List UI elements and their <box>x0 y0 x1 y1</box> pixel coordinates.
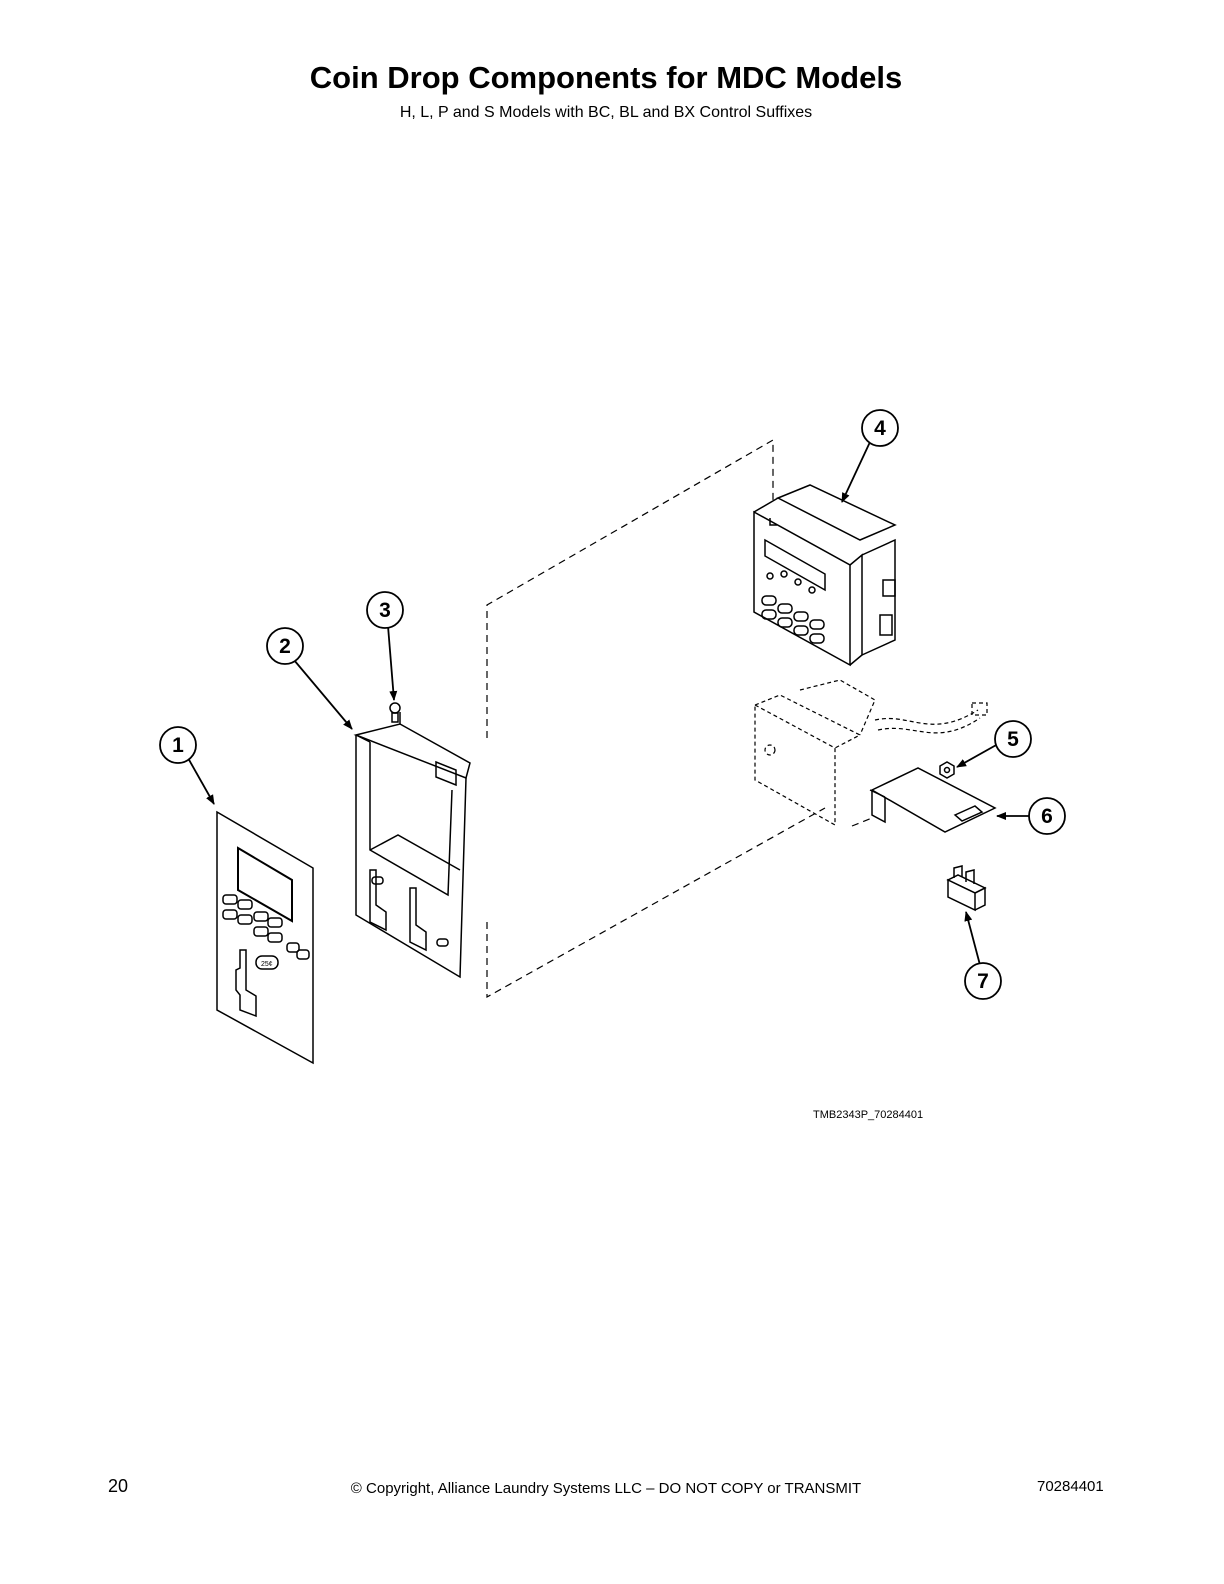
control-module-part <box>753 484 897 667</box>
drawing-id: TMB2343P_70284401 <box>813 1109 924 1121</box>
callout-3-label: 3 <box>379 599 391 622</box>
switch-bracket-part <box>869 767 997 833</box>
copyright-notice: © Copyright, Alliance Laundry Systems LL… <box>350 1480 862 1497</box>
callout-2-label: 2 <box>279 635 291 658</box>
mounting-bracket-part <box>353 712 471 979</box>
callout-5: 5 <box>994 720 1032 758</box>
callout-5-label: 5 <box>1007 728 1019 751</box>
document-number: 70284401 <box>1037 1478 1104 1495</box>
screw-part <box>389 702 401 723</box>
callout-7: 7 <box>964 962 1002 1000</box>
callout-3: 3 <box>366 591 404 629</box>
page-title: Coin Drop Components for MDC Models <box>309 60 903 95</box>
nut-part <box>939 761 955 779</box>
callout-7-label: 7 <box>977 970 989 993</box>
switch-part <box>946 865 987 912</box>
callout-2: 2 <box>266 627 304 665</box>
callout-6-label: 6 <box>1041 805 1053 828</box>
callout-1-label: 1 <box>172 734 184 757</box>
leader-arrows <box>187 441 1031 966</box>
callout-6: 6 <box>1028 797 1066 835</box>
overlay-price-label: 25¢ <box>261 961 273 968</box>
page-number: 20 <box>108 1476 129 1496</box>
page-subtitle: H, L, P and S Models with BC, BL and BX … <box>399 104 813 121</box>
overlay-panel-part: 25¢ <box>216 810 314 1065</box>
assembly-guide-lines <box>486 438 873 999</box>
coin-drop-assembly <box>754 679 988 827</box>
callout-1: 1 <box>159 726 197 764</box>
callout-4-label: 4 <box>874 417 886 440</box>
callout-4: 4 <box>861 409 899 447</box>
